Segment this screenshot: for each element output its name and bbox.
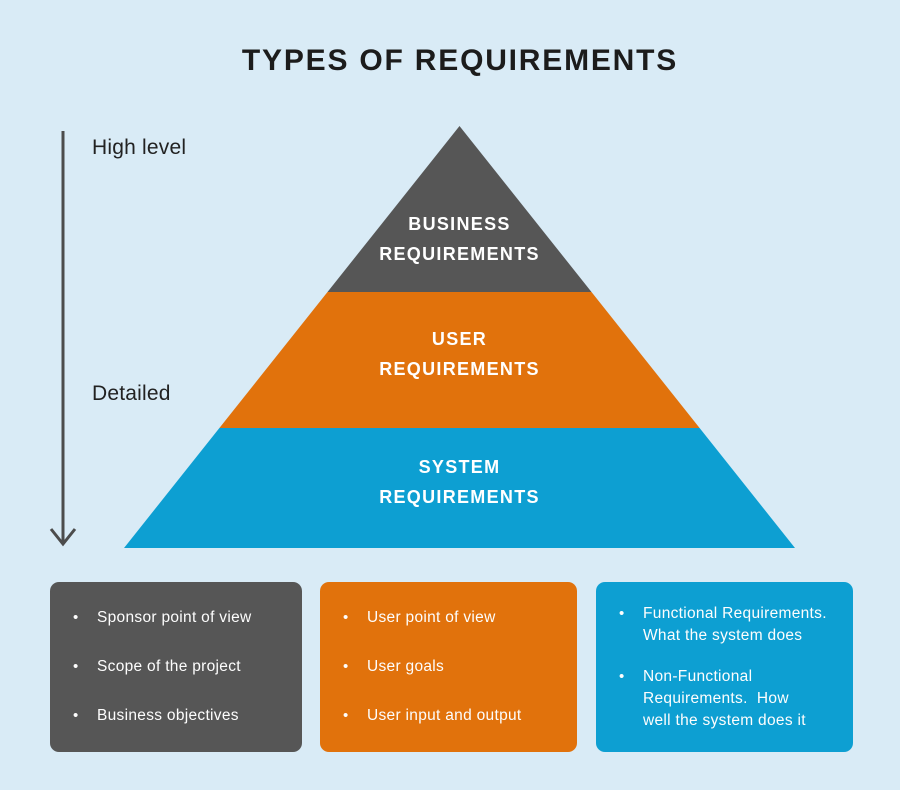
page-title: TYPES OF REQUIREMENTS bbox=[241, 44, 679, 77]
user-card-list: • User point of view • User goals • User… bbox=[320, 582, 577, 727]
bullet-icon: • bbox=[619, 605, 625, 622]
bullet-icon: • bbox=[619, 668, 625, 685]
list-item-text: User goals bbox=[367, 658, 445, 675]
arrow-head-icon bbox=[49, 528, 77, 547]
list-item-text: Business objectives bbox=[97, 707, 239, 724]
list-item: • Sponsor point of view bbox=[73, 607, 288, 629]
list-item: • Non-Functional Requirements. How well … bbox=[619, 666, 839, 732]
list-item-text: Functional Requirements. What the system… bbox=[643, 605, 827, 644]
list-item: • Scope of the project bbox=[73, 656, 288, 678]
list-item-text: User point of view bbox=[367, 609, 496, 626]
list-item: • User point of view bbox=[343, 607, 563, 629]
list-item: • User goals bbox=[343, 656, 563, 678]
list-item-text: Non-Functional Requirements. How well th… bbox=[643, 668, 806, 729]
business-requirements-label: BUSINESS REQUIREMENTS bbox=[379, 214, 540, 264]
system-requirements-label: SYSTEM REQUIREMENTS bbox=[379, 457, 540, 507]
list-item-text: User input and output bbox=[367, 707, 522, 724]
user-requirements-card: • User point of view • User goals • User… bbox=[320, 582, 577, 752]
system-requirements-card: • Functional Requirements. What the syst… bbox=[596, 582, 853, 752]
detailed-label: Detailed bbox=[92, 382, 171, 405]
business-requirements-card: • Sponsor point of view • Scope of the p… bbox=[50, 582, 302, 752]
requirements-pyramid: BUSINESS REQUIREMENTS USER REQUIREMENTS … bbox=[124, 126, 795, 548]
high-to-detailed-arrow bbox=[49, 131, 77, 547]
system-card-list: • Functional Requirements. What the syst… bbox=[596, 582, 853, 732]
user-requirements-label: USER REQUIREMENTS bbox=[379, 329, 540, 379]
bullet-icon: • bbox=[343, 609, 349, 626]
list-item: • Business objectives bbox=[73, 705, 288, 727]
business-card-list: • Sponsor point of view • Scope of the p… bbox=[50, 582, 302, 727]
pyramid-level-business bbox=[327, 126, 592, 292]
bullet-icon: • bbox=[343, 707, 349, 724]
bullet-icon: • bbox=[73, 658, 79, 675]
list-item-text: Scope of the project bbox=[97, 658, 241, 675]
pyramid-level-system bbox=[124, 428, 795, 548]
list-item-text: Sponsor point of view bbox=[97, 609, 252, 626]
bullet-icon: • bbox=[343, 658, 349, 675]
high-level-label: High level bbox=[92, 136, 187, 159]
pyramid-shape bbox=[124, 126, 795, 548]
bullet-icon: • bbox=[73, 609, 79, 626]
list-item: • Functional Requirements. What the syst… bbox=[619, 603, 839, 647]
bullet-icon: • bbox=[73, 707, 79, 724]
list-item: • User input and output bbox=[343, 705, 563, 727]
pyramid-level-user bbox=[219, 292, 700, 428]
